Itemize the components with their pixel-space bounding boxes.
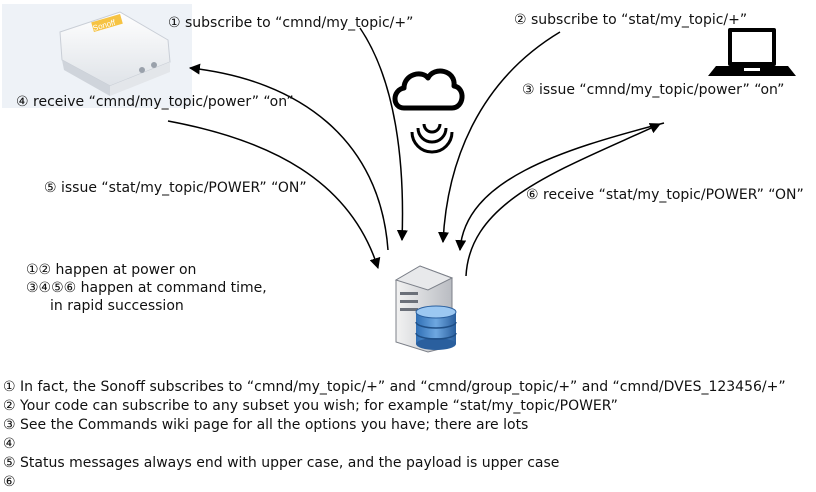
footnote-4: ④ [3,436,16,452]
arrow-device-subscribe [359,27,408,242]
timing-note-line-1: ①② happen at power on [26,262,197,278]
footnote-3: ③ See the Commands wiki page for all the… [3,417,529,433]
footnote-1: ① In fact, the Sonoff subscribes to “cmn… [3,379,786,395]
arrow-receive-to-device [188,63,389,251]
footnote-6: ⑥ [3,474,16,490]
footnotes: ① In fact, the Sonoff subscribes to “cmn… [3,378,786,492]
footnote-2: ② Your code can subscribe to any subset … [3,398,618,414]
label-device-receive: ④ receive “cmnd/my_topic/power” “on” [16,94,294,110]
timing-note-line-2: ③④⑤⑥ happen at command time, [26,280,267,296]
arrow-client-issue [455,122,665,252]
label-device-subscribe: ① subscribe to “cmnd/my_topic/+” [168,15,414,31]
cloud-wifi-icon [392,68,465,154]
sonoff-device-icon: Sonoff [2,4,192,108]
timing-note-line-3: in rapid succession [50,298,184,314]
label-client-subscribe: ② subscribe to “stat/my_topic/+” [514,12,748,28]
label-client-receive: ⑥ receive “stat/my_topic/POWER” “ON” [526,187,804,203]
arrow-receive-to-client [465,123,661,277]
arrow-client-subscribe [437,31,561,244]
label-client-issue: ③ issue “cmnd/my_topic/power” “on” [522,82,785,98]
server-database-icon [394,265,457,353]
arrow-device-issue [167,120,381,270]
laptop-icon [708,28,796,76]
label-device-issue: ⑤ issue “stat/my_topic/POWER” “ON” [44,180,307,196]
footnote-5: ⑤ Status messages always end with upper … [3,455,560,471]
